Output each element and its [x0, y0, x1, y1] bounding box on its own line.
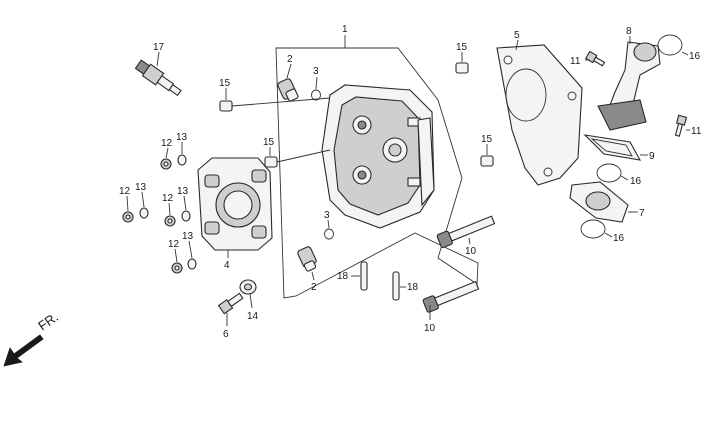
callout-16: 16	[630, 176, 642, 187]
part-2-upper	[277, 78, 299, 102]
callout-12: 12	[168, 239, 180, 250]
part-3-upper	[311, 89, 321, 101]
leader-16c	[604, 232, 613, 238]
part-9-gasket	[583, 134, 642, 161]
leader-15b-ext	[276, 149, 331, 163]
callout-3: 3	[324, 210, 330, 221]
callout-11: 11	[691, 126, 702, 137]
part-17-spark-plug	[134, 59, 182, 97]
part-12-nut-b	[122, 211, 134, 223]
part-6-bolt	[217, 292, 244, 315]
part-10-bolt-lower	[422, 280, 480, 313]
part-18-stud-b	[392, 271, 400, 301]
callout-15: 15	[219, 78, 231, 89]
leader-15a-ext	[231, 97, 331, 107]
part-16-oring-a	[657, 34, 683, 56]
part-15-right-upper	[455, 62, 469, 74]
part-15-right-lower	[480, 155, 494, 167]
callout-18: 18	[407, 282, 419, 293]
callout-6: 6	[223, 329, 229, 340]
callout-9: 9	[649, 151, 655, 162]
leader-17	[156, 51, 160, 67]
part-4-cylinder-head	[197, 157, 273, 251]
part-16-oring-c	[580, 219, 606, 239]
leader-13c	[183, 195, 187, 211]
callout-11: 11	[570, 56, 581, 67]
callout-14: 14	[247, 311, 259, 322]
callout-2: 2	[311, 282, 317, 293]
callout-12: 12	[161, 138, 173, 149]
cylinder-head	[321, 84, 435, 229]
part-11-bolt-b	[674, 114, 688, 137]
part-16-oring-b	[596, 163, 622, 183]
callout-13: 13	[177, 186, 189, 197]
callout-5: 5	[514, 30, 520, 41]
part-2-lower	[297, 246, 317, 272]
part-14-washer	[239, 279, 257, 295]
leader-12c	[168, 202, 171, 216]
leader-12a	[165, 147, 169, 159]
leader-3a	[315, 76, 318, 90]
callout-15: 15	[481, 134, 493, 145]
part-15-left-upper	[219, 100, 233, 112]
leader-5	[515, 39, 519, 51]
callout-18: 18	[337, 271, 349, 282]
leader-14	[249, 293, 253, 309]
leader-12d	[174, 248, 178, 263]
direction-label: FR.	[35, 309, 61, 333]
part-12-nut-a	[160, 158, 172, 170]
callout-3: 3	[313, 66, 319, 77]
part-13-washer-a	[177, 154, 187, 166]
callout-13: 13	[176, 132, 188, 143]
callout-2: 2	[287, 54, 293, 65]
callout-1: 1	[342, 24, 348, 35]
callout-13: 13	[182, 231, 194, 242]
part-11-bolt-a	[585, 50, 606, 67]
callout-13: 13	[135, 182, 147, 193]
leader-13d	[188, 240, 193, 259]
callout-16: 16	[613, 233, 625, 244]
callout-12: 12	[162, 193, 174, 204]
leader-16a	[681, 51, 689, 56]
leader-2a	[286, 63, 292, 79]
part-13-washer-d	[187, 258, 197, 270]
part-15-left-lower	[264, 156, 278, 168]
part-5-gasket	[496, 44, 583, 186]
callout-15: 15	[456, 42, 468, 53]
callout-15: 15	[263, 137, 275, 148]
leader-12b	[126, 195, 129, 212]
callout-8: 8	[626, 26, 632, 37]
leader-16b	[620, 175, 629, 181]
part-13-washer-c	[181, 210, 191, 222]
leader-13b	[141, 191, 145, 208]
part-10-bolt-upper	[436, 215, 496, 249]
front-direction-arrow-icon	[3, 334, 44, 367]
callout-7: 7	[639, 208, 645, 219]
part-18-stud-a	[360, 261, 368, 291]
part-7-insulator	[569, 181, 629, 223]
callout-12: 12	[119, 186, 131, 197]
part-8-intake-pipe	[597, 41, 661, 131]
callout-17: 17	[153, 42, 165, 53]
part-3-lower	[324, 228, 334, 240]
leader-2b	[311, 271, 315, 281]
part-12-nut-d	[171, 262, 183, 274]
part-13-washer-b	[139, 207, 149, 219]
callout-10: 10	[465, 246, 477, 257]
part-12-nut-c	[164, 215, 176, 227]
leader-10a	[468, 237, 471, 245]
callout-10: 10	[424, 323, 436, 334]
callout-16: 16	[689, 51, 701, 62]
callout-4: 4	[224, 260, 230, 271]
leader-3b	[327, 219, 330, 229]
